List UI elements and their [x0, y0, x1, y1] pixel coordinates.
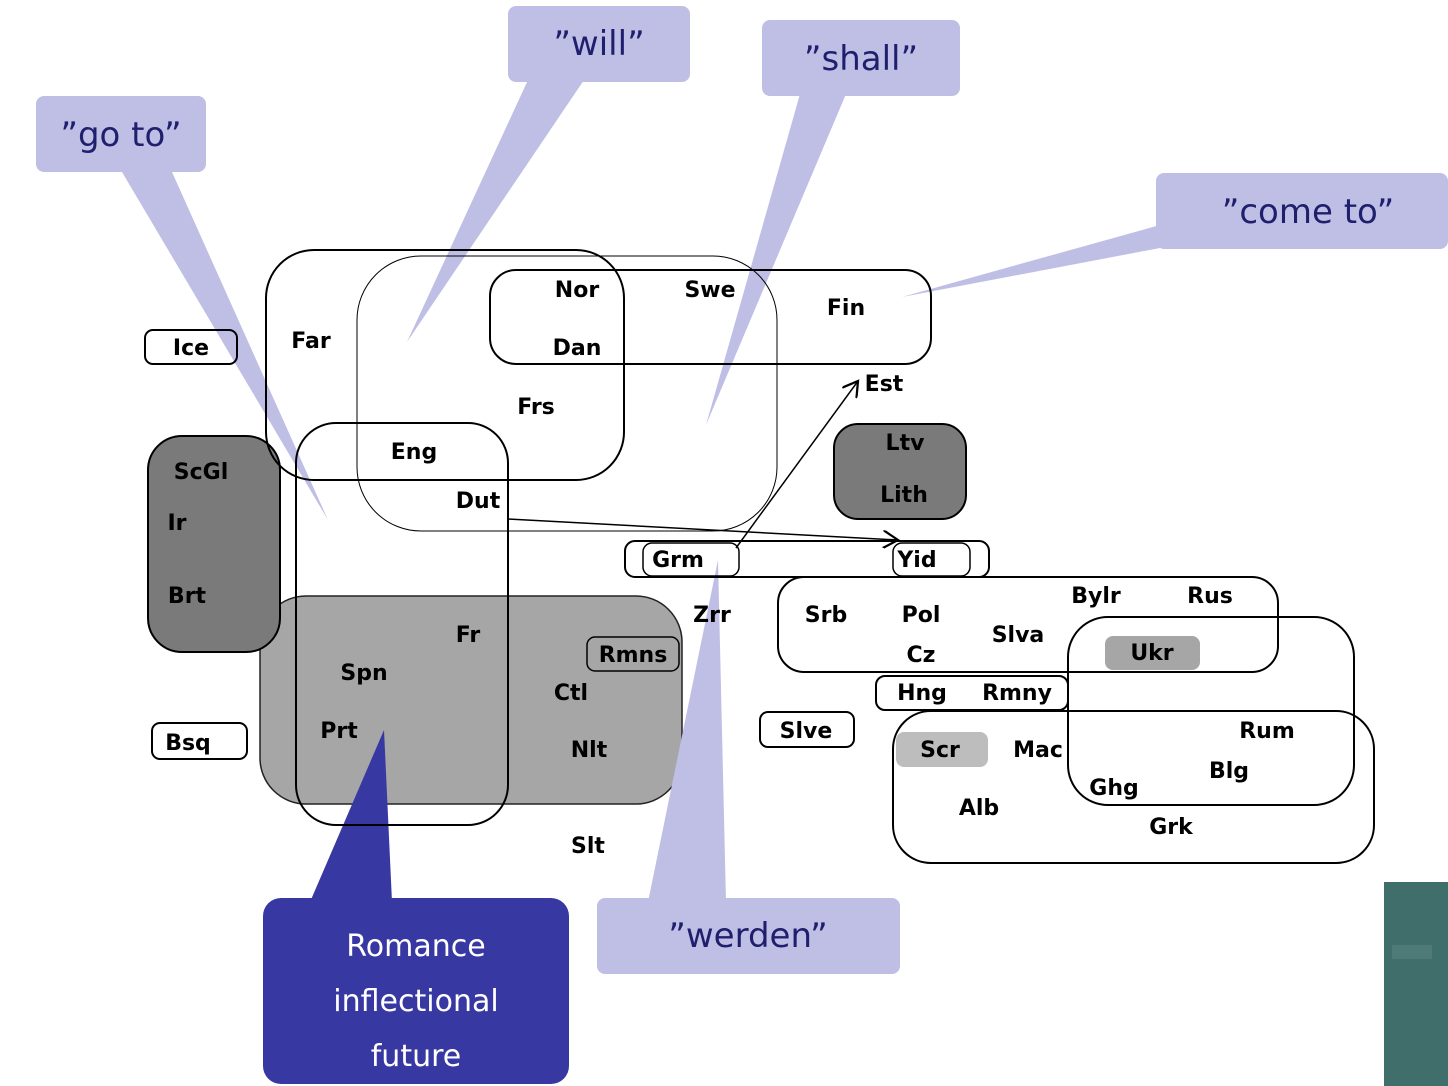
- come-to-callout-label: ”come to”: [1222, 192, 1395, 232]
- lang-ukr: Ukr: [1130, 641, 1173, 666]
- romance-callout-line-1: Romance: [346, 929, 485, 964]
- lang-frs: Frs: [517, 395, 555, 420]
- shall-callout-label: ”shall”: [804, 39, 918, 79]
- lang-dan: Dan: [553, 336, 602, 361]
- balkan-region: [892, 710, 1375, 864]
- werden-pointer: [648, 560, 726, 902]
- bsq-box: [151, 722, 248, 760]
- will-callout-label: ”will”: [553, 24, 644, 64]
- celtic-region: [147, 435, 281, 653]
- lang-rmns: Rmns: [599, 643, 668, 668]
- lang-zrr: Zrr: [693, 603, 731, 628]
- slve-box: [759, 711, 855, 748]
- lang-yid: Yid: [896, 548, 936, 573]
- lang-lith: Lith: [880, 483, 928, 508]
- lang-rus: Rus: [1187, 584, 1233, 609]
- scr-highlight: [896, 732, 988, 767]
- go-to-callout: [36, 96, 206, 172]
- will-callout: [508, 6, 690, 82]
- corner-book-image-detail: [1392, 945, 1432, 959]
- lang-rmny: Rmny: [982, 681, 1052, 706]
- grm-box: [642, 542, 740, 577]
- lang-slt: Slt: [571, 834, 605, 859]
- go-to-pointer: [122, 172, 328, 520]
- slavic-north-region: [777, 576, 1279, 673]
- werden-callout-label: ”werden”: [668, 916, 828, 956]
- lang-slve: Slve: [780, 719, 833, 744]
- corner-book-image: [1384, 882, 1448, 1086]
- nordic-finnic-region: [489, 269, 932, 365]
- lang-fr: Fr: [456, 623, 481, 648]
- romance-callout-line-2: inflectional: [333, 984, 498, 1019]
- lang-ghg: Ghg: [1089, 776, 1138, 801]
- lang-bsq: Bsq: [165, 731, 211, 756]
- lang-scgl: ScGl: [174, 460, 228, 485]
- romance-callout-line-3: future: [371, 1039, 461, 1074]
- lang-prt: Prt: [320, 719, 358, 744]
- lang-ctl: Ctl: [554, 681, 588, 706]
- lang-blg: Blg: [1209, 759, 1249, 784]
- come-to-callout: [1156, 173, 1448, 249]
- hng-rmny-box: [875, 675, 1069, 711]
- baltic-region: [833, 423, 967, 520]
- lang-srb: Srb: [805, 603, 847, 628]
- shall-pointer: [706, 94, 846, 425]
- lang-spn: Spn: [340, 661, 387, 686]
- lang-hng: Hng: [897, 681, 947, 706]
- lang-cz: Cz: [907, 643, 936, 668]
- lang-ir: Ir: [167, 511, 186, 536]
- lang-dut: Dut: [456, 489, 501, 514]
- will-pointer: [407, 80, 584, 342]
- ukr-highlight: [1105, 636, 1200, 670]
- romance-pointer: [310, 730, 392, 902]
- grm-to-est-arrow: [735, 381, 858, 549]
- lang-grk: Grk: [1149, 815, 1194, 840]
- go-to-callout-label: ”go to”: [60, 115, 181, 155]
- lang-brt: Brt: [168, 584, 207, 609]
- romance-callout: [263, 898, 569, 1084]
- lang-alb: Alb: [959, 796, 999, 821]
- lang-scr: Scr: [920, 738, 960, 763]
- rmns-box: [586, 636, 680, 672]
- lang-est: Est: [865, 372, 904, 397]
- shall-callout: [762, 20, 960, 96]
- lang-pol: Pol: [902, 603, 941, 628]
- lang-far: Far: [291, 329, 331, 354]
- lang-grm: Grm: [652, 548, 704, 573]
- lang-nlt: Nlt: [571, 738, 608, 763]
- come-to-pointer: [902, 225, 1160, 297]
- lang-swe: Swe: [684, 278, 735, 303]
- go-to-region: [295, 422, 509, 826]
- will-region: [356, 255, 778, 532]
- lang-ltv: Ltv: [886, 431, 926, 456]
- dut-to-yid-arrow: [506, 518, 898, 540]
- lang-mac: Mac: [1013, 738, 1063, 763]
- ice-box: [144, 329, 238, 365]
- lang-bylr: Bylr: [1071, 584, 1121, 609]
- lang-slva: Slva: [992, 623, 1045, 648]
- werden-callout: [597, 898, 900, 974]
- lang-eng: Eng: [391, 440, 437, 465]
- lang-fin: Fin: [827, 296, 865, 321]
- lang-rum: Rum: [1239, 719, 1295, 744]
- lang-ice: Ice: [173, 336, 209, 361]
- romance-inflectional-region: [259, 595, 683, 805]
- lang-nor: Nor: [555, 278, 600, 303]
